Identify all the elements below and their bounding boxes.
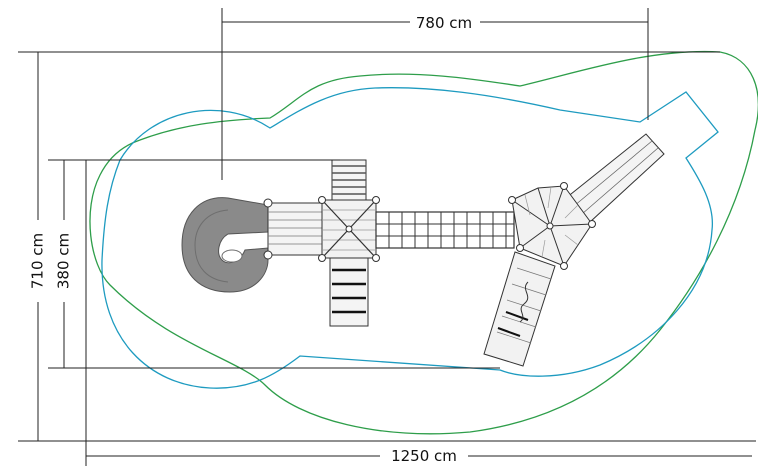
climbing-ramp bbox=[483, 251, 556, 367]
dim-label-780: 780 cm bbox=[416, 14, 472, 32]
left-deck bbox=[263, 198, 323, 260]
bottom-steps bbox=[329, 257, 369, 327]
straight-slide bbox=[565, 133, 665, 223]
spiral-slide bbox=[181, 197, 269, 293]
net-bridge bbox=[375, 211, 515, 249]
dim-label-710: 710 cm bbox=[29, 233, 47, 289]
dimension-380: 380 cm bbox=[48, 159, 500, 369]
central-tower bbox=[318, 196, 380, 262]
dim-label-1250: 1250 cm bbox=[391, 447, 457, 465]
dim-label-380: 380 cm bbox=[55, 233, 73, 289]
top-ladder bbox=[331, 159, 367, 201]
right-tower bbox=[508, 182, 596, 270]
dimension-780: 780 cm bbox=[221, 8, 649, 180]
dimension-1250: 1250 cm bbox=[85, 160, 752, 466]
inner-safety-zone bbox=[101, 87, 719, 389]
outer-safety-zone bbox=[89, 50, 758, 435]
dimension-710: 710 cm bbox=[18, 51, 756, 442]
